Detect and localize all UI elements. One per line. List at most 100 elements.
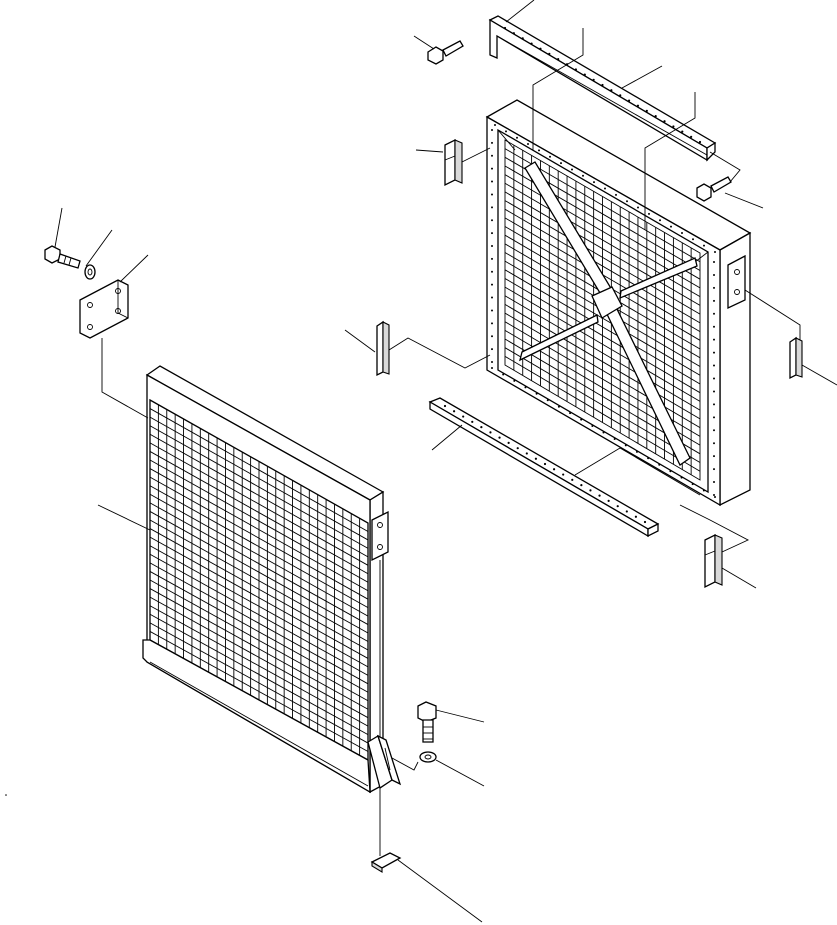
mesh-wire <box>149 485 369 609</box>
bolt-hole <box>713 312 715 315</box>
mesh-wire <box>149 502 369 625</box>
bolt-hole <box>535 392 538 395</box>
bolt-hole <box>713 364 715 367</box>
bolt-hole <box>574 68 578 71</box>
mesh-wire <box>504 295 701 411</box>
mesh-wire <box>149 433 369 558</box>
bolt-hole <box>443 404 447 408</box>
mesh-wire <box>149 416 369 541</box>
bolt-hole <box>491 322 493 325</box>
mesh-wire <box>149 605 369 727</box>
bolt-hole <box>616 505 619 508</box>
bolt-hole <box>680 476 683 479</box>
bolt-hole <box>571 478 574 481</box>
mesh-wire <box>504 304 701 420</box>
bolt-hole <box>634 515 638 518</box>
bolt-hole <box>491 283 493 286</box>
bolt-hole <box>670 225 672 228</box>
bolt-hole <box>491 167 493 170</box>
mesh-wire <box>149 631 369 752</box>
bolt-hole <box>491 193 493 196</box>
mesh-wire <box>504 347 701 463</box>
bolt-hole <box>516 447 519 450</box>
mesh-wire <box>504 278 701 394</box>
mesh-wire <box>149 596 369 719</box>
mesh-wire <box>504 355 701 472</box>
bolt-hole <box>512 32 515 35</box>
mesh-wire <box>149 536 369 659</box>
bolt-hole <box>593 181 595 184</box>
bolt-hole <box>613 437 616 440</box>
bolt-hole <box>654 114 657 118</box>
bolt-hole <box>494 124 496 126</box>
bolt-hole <box>713 286 715 289</box>
mesh-wire <box>149 425 369 549</box>
mesh-wire <box>149 579 369 702</box>
bolt-hole <box>591 425 594 428</box>
bolt-hole <box>602 431 605 434</box>
bolt-hole <box>452 410 456 413</box>
bolt-hole <box>713 377 715 380</box>
mesh-wire <box>149 442 369 566</box>
bolt-hole <box>583 73 586 76</box>
left-clip-upper <box>444 138 463 187</box>
bolt-hole <box>610 89 613 92</box>
upper-rail-holes <box>503 26 702 144</box>
bolt-hole <box>624 444 627 447</box>
bolt-hole <box>534 457 538 460</box>
bolt-hole <box>549 155 551 158</box>
bolt-hole <box>681 130 684 133</box>
bolt-hole <box>557 57 560 61</box>
bolt-hole <box>589 489 592 492</box>
bolt-hole <box>681 231 683 234</box>
bolt-hole <box>635 450 638 453</box>
bolt-top <box>427 40 464 65</box>
mesh-wire <box>149 493 369 617</box>
bolt-hole <box>713 442 715 445</box>
bolt-hole <box>713 261 715 263</box>
front-mesh-grid <box>149 404 369 756</box>
bolt-hole <box>546 399 549 402</box>
bolt-hole <box>524 386 527 389</box>
mesh-wire <box>149 459 369 583</box>
bolt-hole <box>580 483 583 487</box>
bolt-hole <box>713 481 715 484</box>
bolt-hole <box>658 463 661 466</box>
bolt-hole <box>713 416 715 419</box>
bolt-hole <box>491 154 493 157</box>
bolt-hole <box>491 232 493 235</box>
rear-frame-bolt-holes <box>491 124 716 498</box>
bolt-hole <box>480 425 483 429</box>
bolt-lower <box>417 701 437 743</box>
bolt-hole <box>713 299 715 302</box>
bolt-hole <box>562 473 565 476</box>
mesh-wire <box>149 545 369 668</box>
mesh-wire <box>149 613 369 736</box>
mesh-wire <box>149 553 369 676</box>
mesh-wire <box>149 476 369 600</box>
foot-bracket <box>370 852 402 873</box>
left-clip-lower <box>376 320 390 377</box>
lower-bracket-right <box>704 533 723 589</box>
bolt-left <box>44 245 81 269</box>
bolt-hole <box>598 494 601 497</box>
bolt-hole <box>569 412 572 415</box>
bolt-hole <box>525 452 528 455</box>
mounting-plate <box>79 279 129 339</box>
bolt-hole <box>713 351 715 354</box>
bolt-hole <box>530 42 533 45</box>
washer-lower <box>419 751 437 763</box>
bolt-hole <box>538 149 540 152</box>
bolt-hole <box>513 379 516 382</box>
bolt-hole <box>548 52 551 56</box>
front-mesh-screen <box>142 365 402 794</box>
bolt-hole <box>491 296 493 299</box>
bolt-hole <box>690 135 693 138</box>
bolt-hole <box>462 415 465 418</box>
mesh-wire <box>149 588 369 710</box>
bolt-hole <box>491 367 493 369</box>
bolt-hole <box>625 510 628 513</box>
bolt-hole <box>647 457 650 460</box>
